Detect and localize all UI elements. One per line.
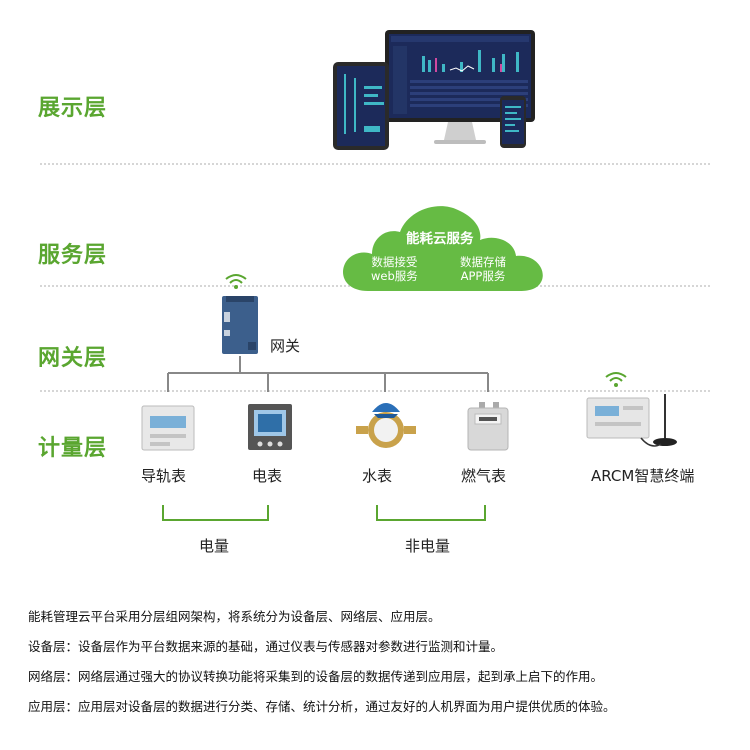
wifi-icon <box>604 370 628 388</box>
group-label-non-electric: 非电量 <box>405 535 450 556</box>
arcm-label: ARCM智慧终端 <box>591 465 694 486</box>
rail-meter-icon <box>140 402 196 452</box>
description-app-layer: 应用层：应用层对设备层的数据进行分类、存储、统计分析，通过友好的人机界面为用户提… <box>28 696 616 715</box>
description-intro: 能耗管理云平台采用分层组网架构，将系统分为设备层、网络层、应用层。 <box>28 606 441 625</box>
water-meter-label: 水表 <box>362 465 392 486</box>
water-meter-icon <box>354 392 418 456</box>
description-device-layer: 设备层：设备层作为平台数据来源的基础，通过仪表与传感器对参数进行监测和计量。 <box>28 636 503 655</box>
electric-meter-label: 电表 <box>252 465 282 486</box>
description-network-layer: 网络层：网络层通过强大的协议转换功能将采集到的设备层的数据传递到应用层，起到承上… <box>28 666 603 685</box>
gas-meter-label: 燃气表 <box>461 465 506 486</box>
rail-meter-label: 导轨表 <box>141 465 186 486</box>
electric-meter-icon <box>246 402 294 452</box>
arcm-terminal-icon <box>585 390 685 452</box>
group-label-electric: 电量 <box>199 535 229 556</box>
gas-meter-icon <box>465 400 511 452</box>
